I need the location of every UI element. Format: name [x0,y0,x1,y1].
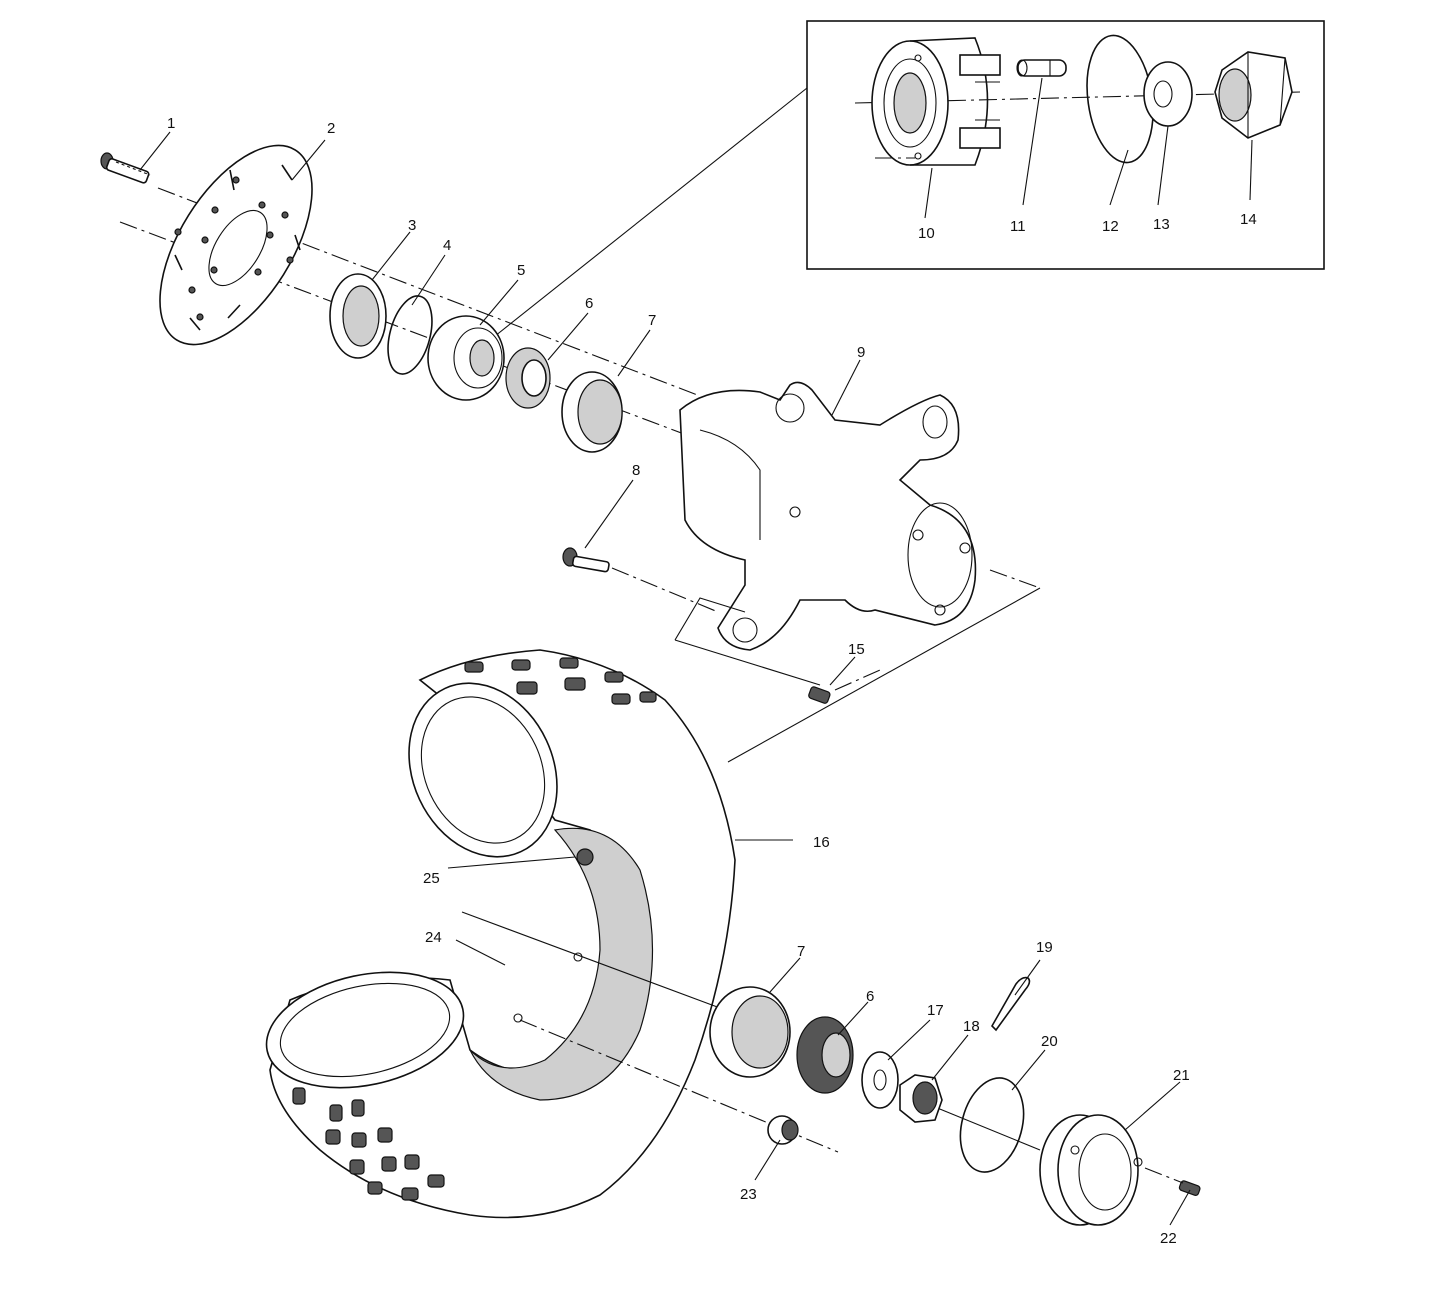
callout-16: 16 [813,834,830,851]
part-11-pin [1016,59,1067,77]
axis-line-cap [929,1104,1041,1151]
bracket-bottom [674,639,821,686]
callout-5: 5 [517,262,525,279]
part-20-o-ring [959,1077,1025,1173]
part-6-bearing [505,347,551,409]
bracket-dash [989,569,1041,589]
part-4-ring [387,295,433,375]
part-18-castle-nut [899,1074,943,1123]
part-7-race-lower [709,986,791,1078]
part-2-brake-disc [159,144,313,346]
axis-line-wheel [461,911,721,1009]
callout-8: 8 [632,462,640,479]
callout-labels: 1 2 3 4 5 6 7 8 9 10 11 12 13 14 15 16 1… [167,115,1257,1247]
callout-18: 18 [963,1018,980,1035]
callout-14: 14 [1240,211,1257,228]
callout-10: 10 [918,225,935,242]
leader-to-wheel [727,587,1041,763]
callout-7-lower: 7 [797,943,805,960]
part-21-hub-cap [1039,1114,1143,1226]
callout-13: 13 [1153,216,1170,233]
callout-9: 9 [857,344,865,361]
callout-12: 12 [1102,218,1119,235]
callout-20: 20 [1041,1033,1058,1050]
part-7-race [561,371,623,453]
bracket-left [674,597,746,641]
callout-11: 11 [1010,218,1026,235]
callout-25: 25 [423,870,440,887]
callout-1: 1 [167,115,175,132]
part-16-tire [265,649,736,1219]
callout-4: 4 [443,237,451,254]
part-19-cotter-pin [991,976,1031,1032]
callout-leaders [139,131,1191,1226]
callout-15: 15 [848,641,865,658]
callout-2: 2 [327,120,335,137]
part-22-screw [1144,1167,1201,1196]
part-6-bearing-lower [796,1016,854,1094]
part-23-lug-nut [767,1115,799,1145]
part-3-seal [329,273,387,359]
part-9-steering-knuckle [679,381,977,651]
callout-6-lower: 6 [866,988,874,1005]
part-13-washer [1143,61,1193,127]
callout-22: 22 [1160,1230,1177,1247]
part-25-valve-stem [576,848,594,866]
part-10-clutch-hub [871,37,1001,166]
callout-17: 17 [927,1002,944,1019]
part-5-clutch-assembly [427,315,505,401]
inset-detail-box [489,20,1325,341]
part-17-washer [861,1051,899,1109]
part-14-hex-nut [1214,51,1293,139]
callout-19: 19 [1036,939,1053,956]
callout-21: 21 [1173,1067,1190,1084]
callout-24: 24 [425,929,442,946]
callout-7: 7 [648,312,656,329]
callout-23: 23 [740,1186,757,1203]
part-8-bolt [562,547,719,613]
part-15-plug [808,669,881,704]
callout-6: 6 [585,295,593,312]
part-1-bolt [100,152,151,184]
callout-3: 3 [408,217,416,234]
